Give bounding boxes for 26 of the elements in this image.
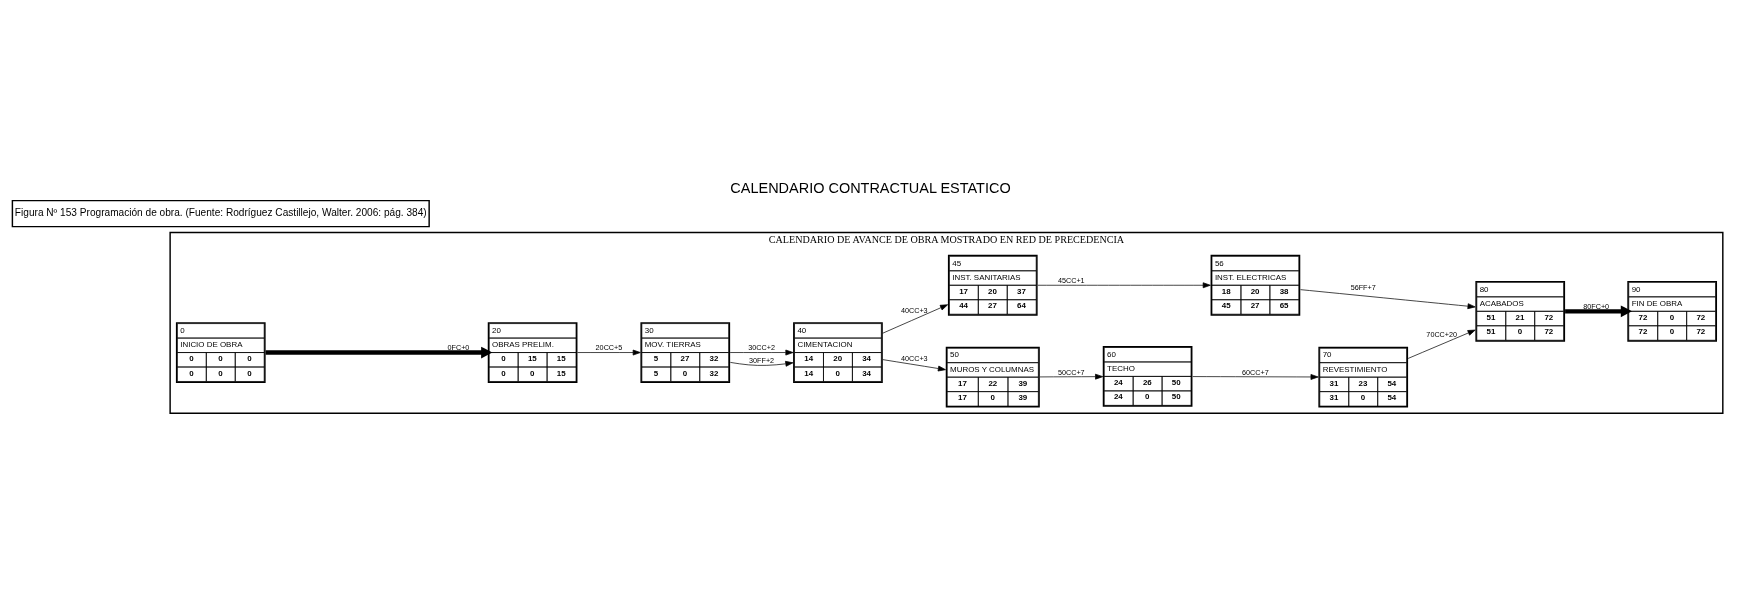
edge-label: 45CC+1 — [1057, 275, 1085, 285]
edge-label: 40CC+3 — [900, 305, 928, 315]
edge-label: 30CC+2 — [748, 342, 775, 352]
arrow — [729, 349, 794, 355]
arrow — [1300, 288, 1476, 309]
caption: Figura Nº 153 Programación de obra. (Fuente: Rodríguez Castillejo, Walter. 2006: pág. 384) — [14, 206, 427, 218]
arrow — [577, 349, 641, 355]
arrow — [1407, 329, 1476, 359]
arrow — [882, 303, 949, 334]
diagram-title: CALENDARIO CONTRACTUAL ESTATICO — [730, 179, 1011, 196]
arrow — [265, 346, 493, 358]
arrow — [730, 360, 794, 367]
edge-label: 20CC+5 — [595, 342, 623, 352]
arrow — [1039, 373, 1104, 380]
arrow — [1192, 373, 1319, 380]
arrow — [1565, 304, 1632, 317]
edge-label: 56FF+7 — [1350, 282, 1376, 292]
edge-label: 40CC+3 — [900, 353, 928, 362]
edge-label: 60CC+7 — [1242, 367, 1269, 377]
arrow — [882, 358, 946, 371]
edge-label: 50CC+7 — [1057, 367, 1085, 377]
edge-label: 80FC+0 — [1583, 301, 1610, 311]
edge-label: 30FF+2 — [749, 355, 775, 365]
edge-label: 70CC+20 — [1426, 329, 1458, 339]
arrow — [1037, 281, 1211, 288]
edge-label: 0FC+0 — [447, 342, 470, 352]
